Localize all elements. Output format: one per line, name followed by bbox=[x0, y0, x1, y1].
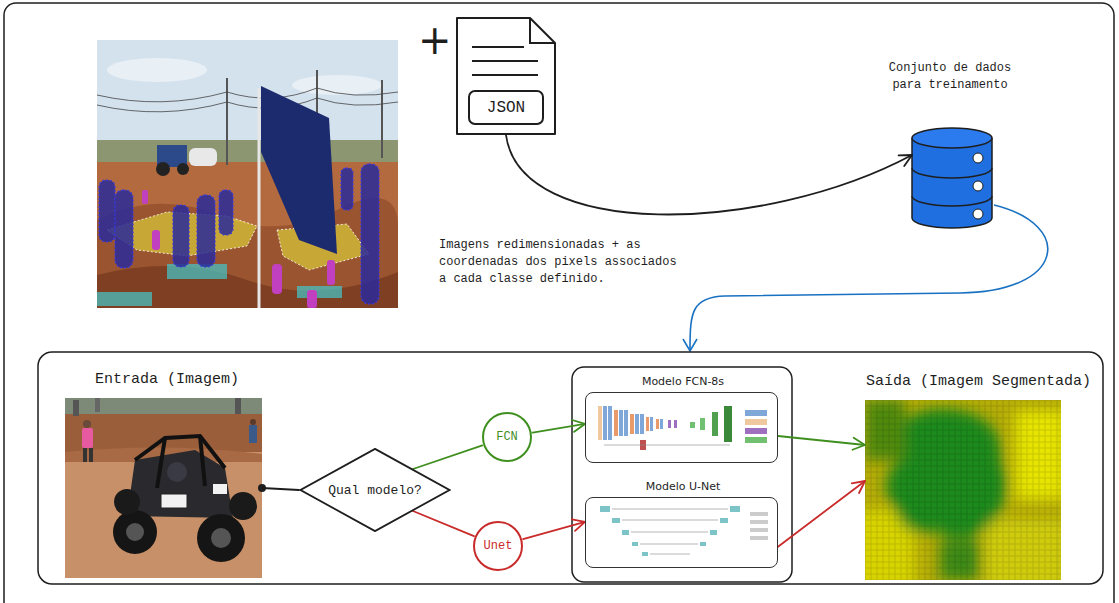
connector bbox=[533, 420, 585, 433]
choice-label: FCN bbox=[496, 430, 518, 444]
arrow-head bbox=[683, 339, 697, 351]
edge-label: Imagens redimensionadas + as coordenadas… bbox=[437, 236, 691, 289]
cylinder-area bbox=[912, 128, 992, 228]
flow-curve bbox=[690, 205, 1048, 349]
output-image: Saída (Imagem Segmentada) bbox=[862, 370, 1101, 580]
annotated-photo bbox=[97, 40, 398, 308]
connector-line bbox=[413, 511, 474, 536]
pipeline-panel bbox=[38, 352, 1103, 584]
connector-line bbox=[778, 436, 865, 445]
choice-circle: FCN bbox=[482, 412, 532, 462]
model-title: Modelo FCN-8s bbox=[583, 373, 783, 390]
input-image: Entrada (Imagem) bbox=[62, 368, 271, 580]
model-frame bbox=[585, 392, 778, 463]
connector bbox=[258, 484, 299, 492]
model-box: Modelo FCN-8s bbox=[583, 373, 783, 464]
image-heading: Entrada (Imagem) bbox=[62, 368, 271, 390]
database: Conjunto de dados para treinamento bbox=[885, 60, 1015, 228]
arrow-head bbox=[899, 155, 912, 166]
arrow-head bbox=[852, 481, 865, 493]
picture-area bbox=[865, 400, 1061, 580]
connector bbox=[778, 481, 865, 547]
fcn-thumbnail bbox=[598, 406, 767, 450]
connector bbox=[413, 445, 482, 469]
decision-diamond: Qual modelo? bbox=[299, 448, 451, 532]
file-icon bbox=[457, 18, 555, 134]
connector-dot bbox=[258, 484, 266, 492]
connector bbox=[523, 519, 585, 539]
arrow-head bbox=[572, 519, 585, 531]
segmented-image bbox=[865, 400, 1061, 580]
database-label: Conjunto de dados para treinamento bbox=[885, 60, 1015, 94]
database-cylinder bbox=[912, 128, 992, 228]
model-box: Modelo U-Net bbox=[583, 478, 783, 569]
diamond-shape bbox=[301, 449, 450, 531]
choice-circle: Unet bbox=[473, 521, 523, 571]
connector bbox=[506, 135, 912, 214]
plus-sign: + bbox=[418, 18, 452, 62]
model-frame bbox=[585, 497, 778, 568]
model-group bbox=[572, 367, 792, 582]
choice-label: Unet bbox=[484, 539, 513, 553]
arrow-head bbox=[852, 438, 865, 450]
file-label: JSON bbox=[468, 90, 544, 125]
connector bbox=[413, 511, 474, 536]
connector-line bbox=[778, 481, 865, 547]
connector-line bbox=[413, 445, 482, 469]
connector-line bbox=[262, 488, 299, 490]
input-photo bbox=[65, 398, 262, 578]
connector bbox=[778, 436, 865, 450]
connector-line bbox=[506, 135, 912, 214]
unet-thumbnail bbox=[600, 506, 768, 556]
picture-area bbox=[65, 398, 262, 578]
json-file: JSON bbox=[456, 17, 556, 135]
outer-frame bbox=[4, 3, 1114, 603]
connector-line bbox=[533, 424, 585, 433]
image-heading: Saída (Imagem Segmentada) bbox=[862, 370, 1101, 392]
arrow-head bbox=[572, 420, 585, 432]
decision-label: Qual modelo? bbox=[328, 483, 422, 498]
model-title: Modelo U-Net bbox=[583, 478, 783, 495]
